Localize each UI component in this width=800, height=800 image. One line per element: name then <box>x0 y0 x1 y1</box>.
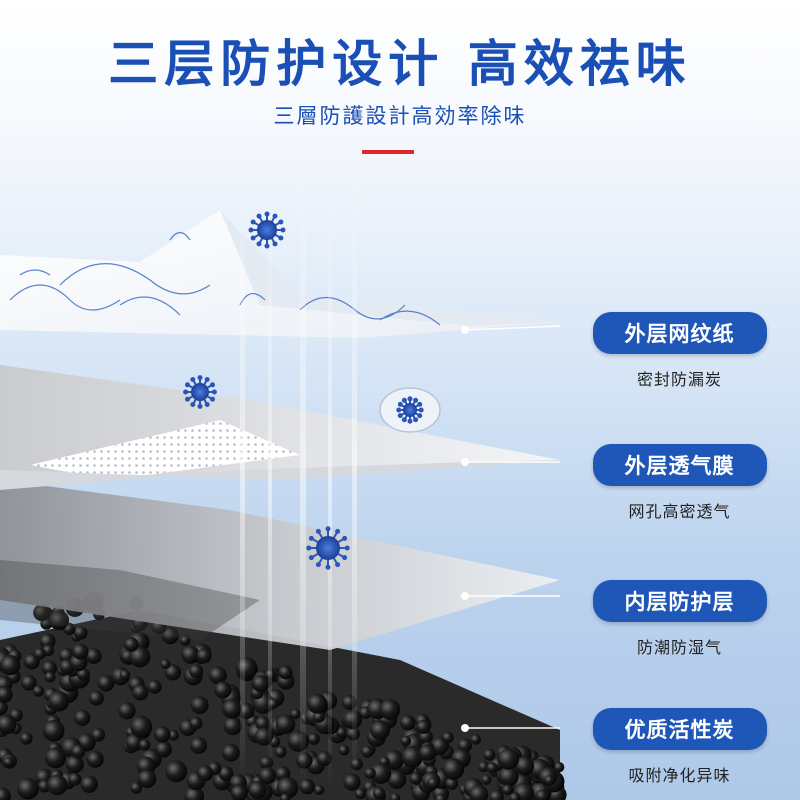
layer-name-pill: 优质活性炭 <box>592 708 767 750</box>
virus-icon <box>183 211 350 570</box>
leader-lines <box>464 325 561 729</box>
layer-description: 防潮防湿气 <box>636 638 722 657</box>
light-rays <box>240 150 357 790</box>
film-layer <box>0 365 560 490</box>
page-subtitle: 三層防護設計高効率除味 <box>273 104 527 128</box>
layer-label-carbon: 优质活性炭 吸附净化异味 <box>587 708 772 786</box>
layer-label-outer-paper: 外层网纹纸 密封防漏炭 <box>587 312 772 390</box>
layer-description: 吸附净化异味 <box>628 766 731 785</box>
layer-name-pill: 外层透气膜 <box>592 444 767 486</box>
accent-bar <box>362 150 414 154</box>
page-title: 三层防护设计 高效祛味 <box>108 35 692 93</box>
layer-description: 密封防漏炭 <box>636 370 722 389</box>
layer-name-pill: 内层防护层 <box>592 580 767 622</box>
layer-label-inner: 内层防护层 防潮防湿气 <box>587 580 772 658</box>
layer-name-pill: 外层网纹纸 <box>592 312 767 354</box>
inner-layer <box>0 480 560 650</box>
layer-description: 网孔高密透气 <box>628 502 731 521</box>
droplet-virus-icon <box>379 387 441 433</box>
layer-label-film: 外层透气膜 网孔高密透气 <box>587 444 772 522</box>
